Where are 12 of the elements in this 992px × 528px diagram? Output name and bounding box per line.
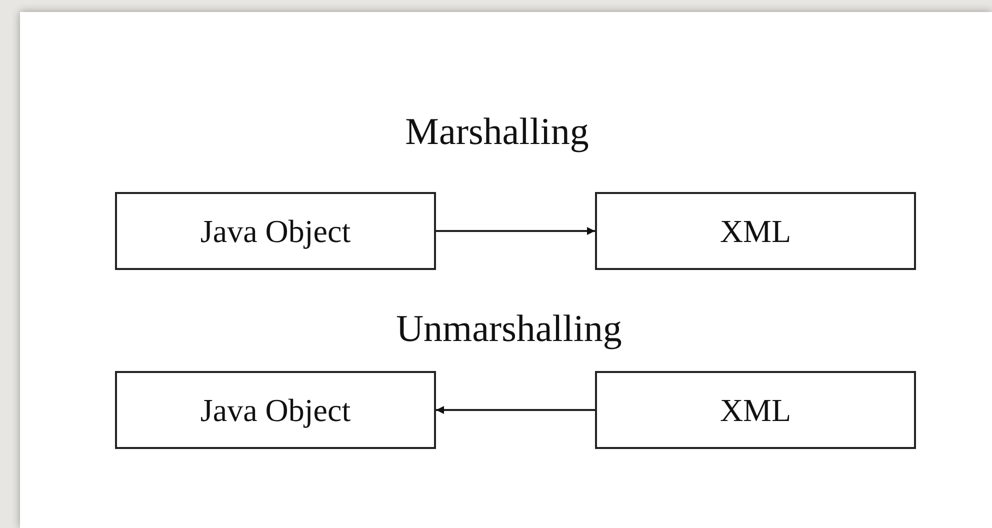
process-box (595, 371, 916, 449)
section-heading: Marshalling (405, 110, 589, 154)
box-label: XML (720, 212, 792, 250)
box-label: XML (720, 392, 792, 428)
box-label: Java Object (200, 392, 351, 428)
section-heading: Unmarshalling (396, 307, 622, 351)
process-box (595, 192, 916, 270)
arrow (436, 406, 595, 414)
process-box (115, 371, 436, 449)
arrow (436, 227, 595, 235)
box-label: Java Object (200, 212, 351, 250)
process-box (115, 192, 436, 270)
